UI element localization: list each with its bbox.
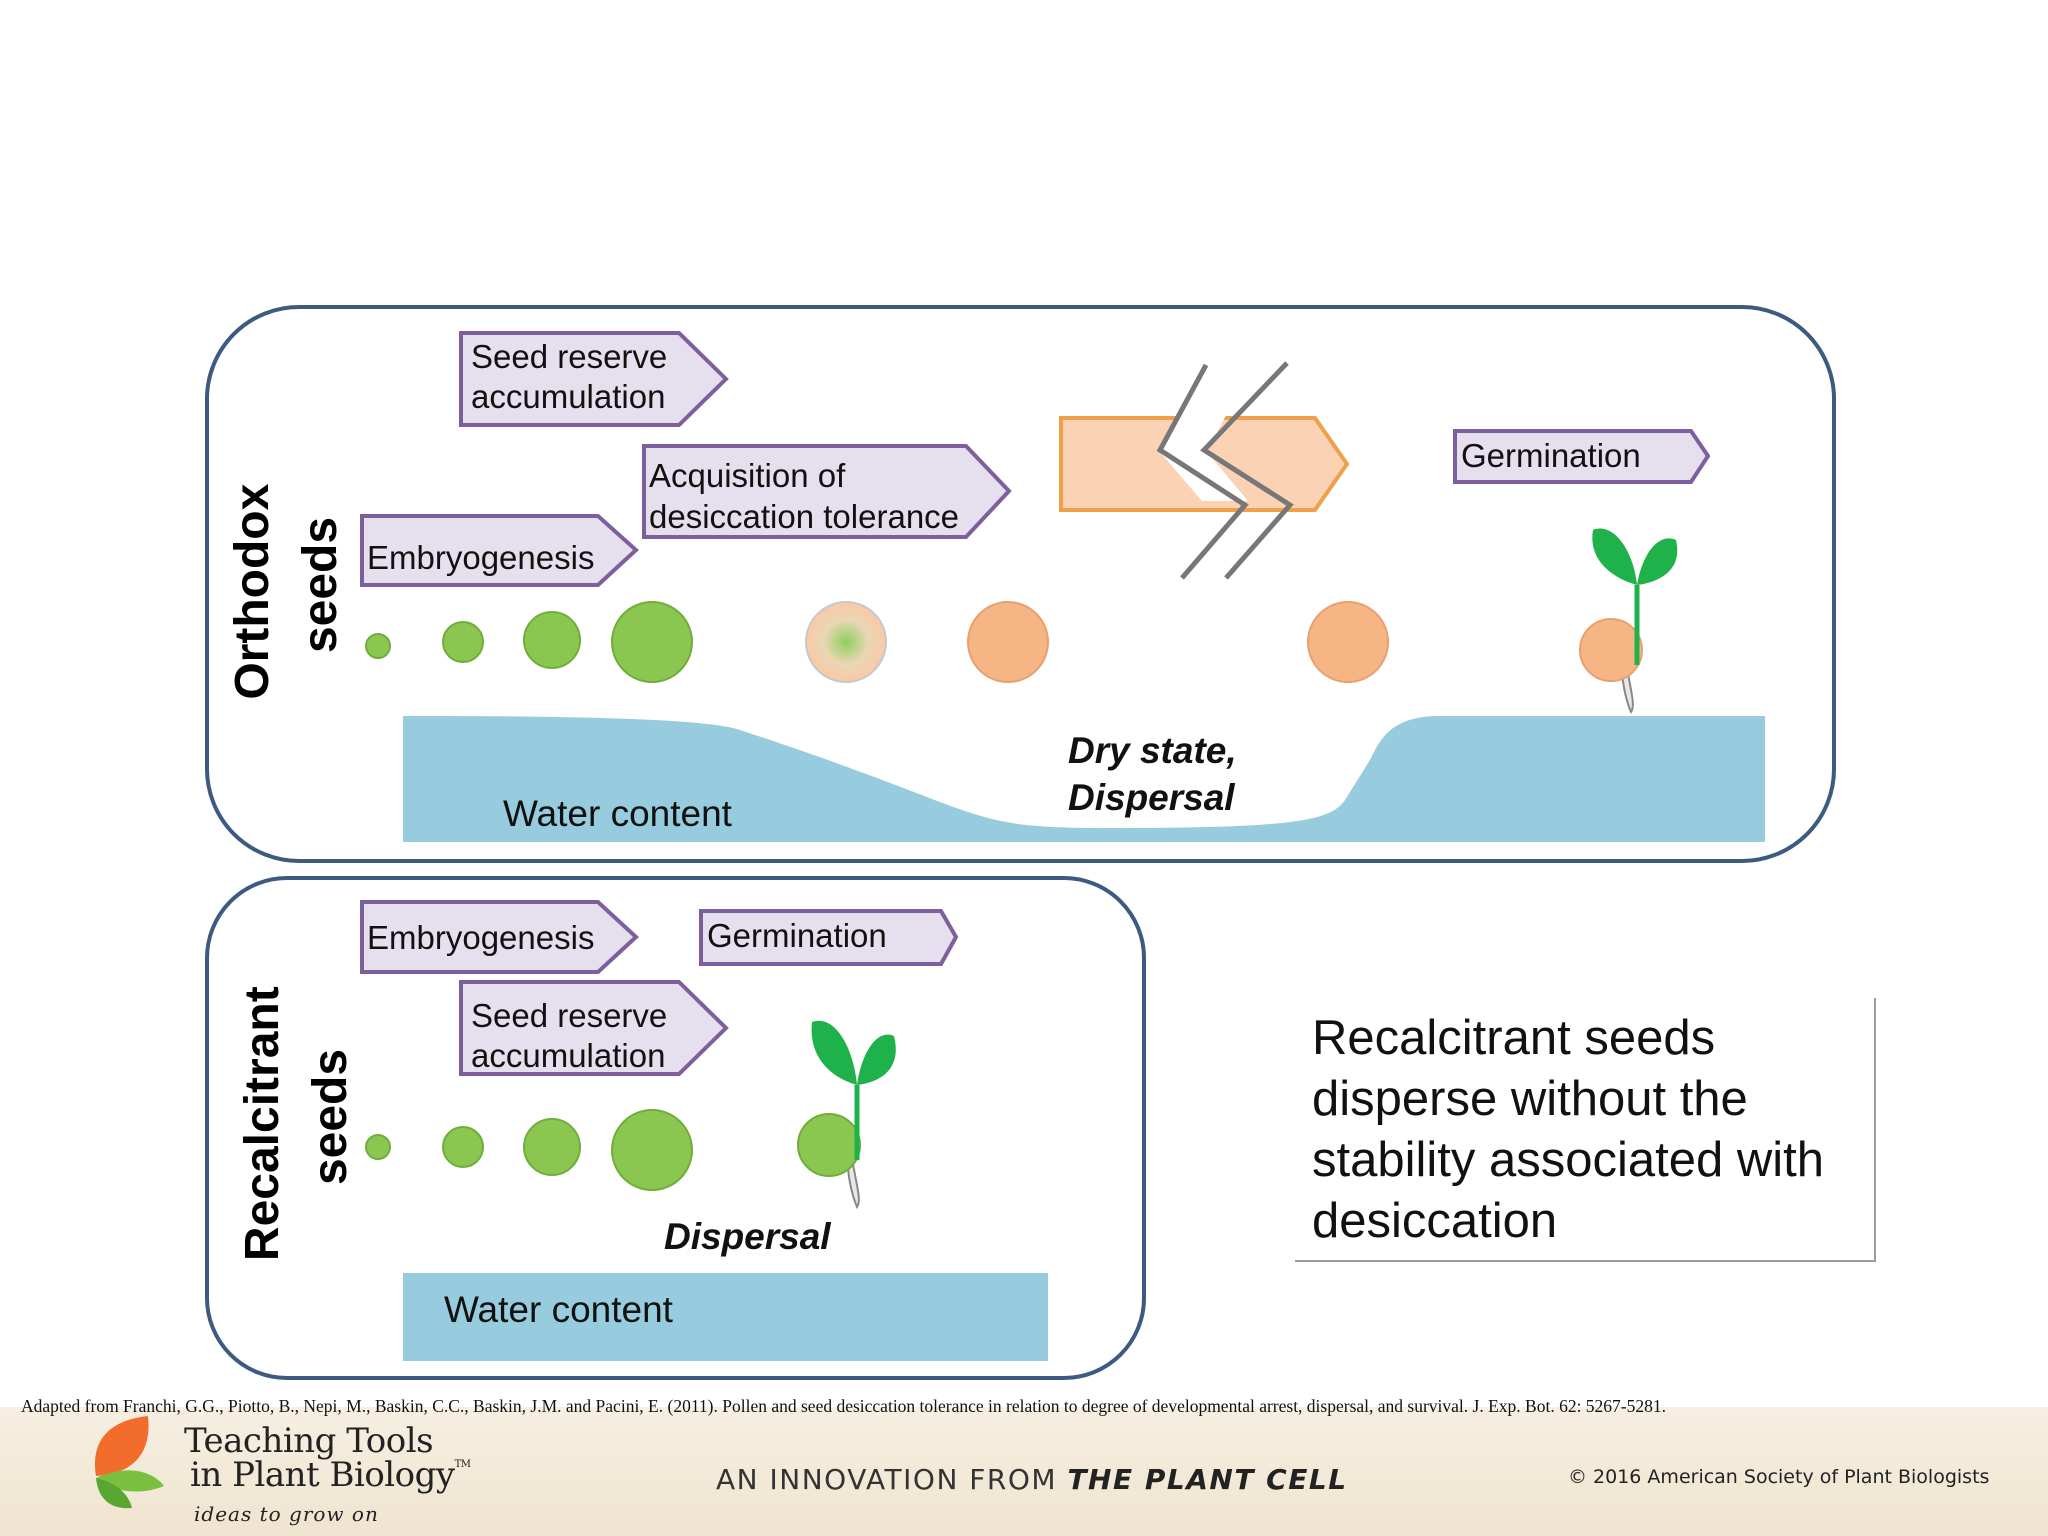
orthodox-water-area [403,716,1765,842]
logo-line-2: in Plant BiologyTM [184,1458,471,1492]
orthodox-seed-dry-2 [1307,601,1389,683]
orthodox-seed-1 [365,633,391,659]
orthodox-seedling-leaf-right [1637,538,1678,585]
innovation-prefix: AN INNOVATION FROM [716,1463,1058,1496]
recalcitrant-germination-arrow [699,909,959,966]
recalcitrant-seed-2 [442,1126,484,1168]
innovation-line: AN INNOVATION FROM THE PLANT CELL [716,1463,1348,1496]
copyright-text: © 2016 American Society of Plant Biologi… [1568,1466,1990,1488]
recalcitrant-germination-label: Germination [707,917,887,954]
orthodox-acquisition-label-line2: desiccation tolerance [649,498,959,535]
recalcitrant-row-label: Recalcitrant seeds [236,973,357,1261]
orthodox-seed-transition [805,601,887,683]
orthodox-seed-reserve-label-line2: accumulation [471,378,665,415]
orthodox-row-label-line1: Orthodox [226,483,279,699]
orthodox-embryogenesis-arrow [360,514,639,587]
orthodox-seed-reserve-arrow [459,331,729,427]
orthodox-seed-4 [611,601,693,683]
orthodox-embryogenesis-label: Embryogenesis [367,539,594,576]
recalcitrant-row-label-line2: seeds [304,1049,357,1185]
footer-band [0,1407,2048,1536]
trademark-mark: TM [454,1459,471,1470]
orthodox-water-label: Water content [503,793,733,834]
orthodox-seedling-seed [1579,618,1643,682]
orthodox-dry-state-label-line1: Dry state, [1068,730,1237,771]
recalcitrant-seedling-leaf-left [811,1020,857,1085]
orthodox-dry-state-label: Dry state, Dispersal [1068,730,1247,818]
orthodox-dry-state-label-line2: Dispersal [1068,777,1235,818]
orthodox-seed-2 [442,621,484,663]
logo-line-2-text: in Plant Biology [190,1455,455,1495]
break-mark-gap [1160,369,1250,501]
orthodox-acquisition-label-line1: Acquisition of [649,457,846,494]
recalcitrant-seedling [797,1020,896,1210]
innovation-brand: THE PLANT CELL [1067,1463,1348,1496]
recalcitrant-embryogenesis-arrow [360,900,639,974]
recalcitrant-seed-reserve-label-line2: accumulation [471,1037,665,1074]
recalcitrant-seed-4 [611,1109,693,1191]
recalcitrant-dispersal-label: Dispersal [664,1216,831,1257]
orthodox-acquisition-arrow [642,444,1012,539]
recalcitrant-seed-reserve-arrow [459,980,729,1076]
recalcitrant-seedling-seed [797,1113,861,1177]
recalcitrant-seed-reserve-label-line1: Seed reserve [471,997,667,1034]
orthodox-seed-3 [523,611,581,669]
orthodox-seed-reserve-label: Seed reserve accumulation [471,338,676,415]
recalcitrant-water-area [403,1273,1048,1361]
orthodox-germination-label: Germination [1461,437,1641,474]
citation-text: Adapted from Franchi, G.G., Piotto, B., … [21,1396,1667,1416]
logo-line-1: Teaching Tools [184,1421,434,1461]
orthodox-seed-dry-1 [967,601,1049,683]
recalcitrant-embryogenesis-label: Embryogenesis [367,919,594,956]
orthodox-row-label-line2: seeds [294,517,347,653]
logo-tagline: ideas to grow on [194,1502,379,1526]
note-text: Recalcitrant seeds disperse without the … [1312,1011,1825,1248]
orthodox-germination-arrow [1453,429,1711,484]
orthodox-seed-reserve-label-line1: Seed reserve [471,338,667,375]
recalcitrant-seedling-leaf-right [857,1034,896,1085]
recalcitrant-seed-reserve-label: Seed reserve accumulation [471,997,676,1074]
recalcitrant-water-label: Water content [444,1289,674,1330]
break-mark-right [1200,361,1294,580]
break-mark-left [1156,363,1249,580]
teaching-tools-logo: Teaching Tools in Plant BiologyTM [184,1424,471,1492]
note-callout [1295,998,1876,1262]
orthodox-seedling [1579,528,1678,715]
recalcitrant-seed-3 [523,1118,581,1176]
plant-leaf-logo-icon [94,1416,164,1509]
orthodox-seedling-leaf-left [1592,528,1637,585]
orthodox-acquisition-label: Acquisition of desiccation tolerance [649,457,959,535]
orthodox-row-label: Orthodox seeds [226,470,347,699]
recalcitrant-seed-1 [365,1134,391,1160]
recalcitrant-row-label-line1: Recalcitrant [236,986,289,1261]
